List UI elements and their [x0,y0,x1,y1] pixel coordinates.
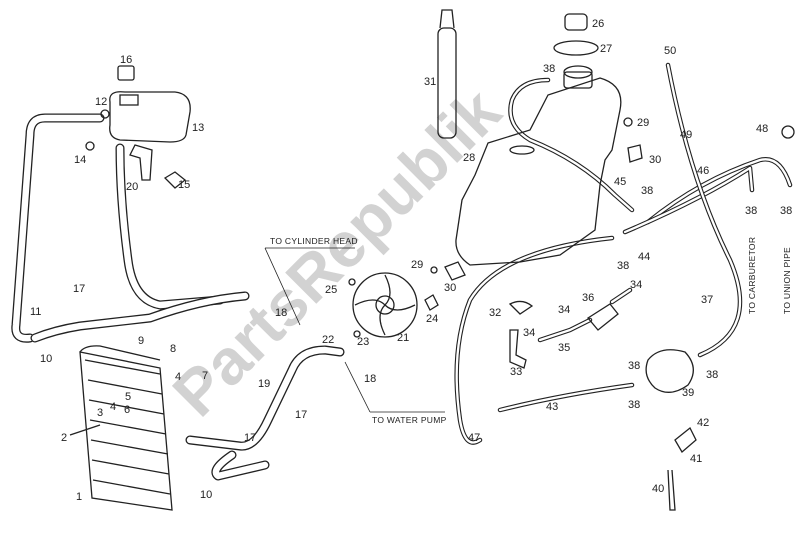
callout-38: 38 [706,369,718,381]
callout-16: 16 [120,54,132,66]
fuel-pump [645,349,694,393]
callout-34: 34 [523,327,535,339]
callout-30: 30 [649,154,661,166]
callout-40: 40 [652,483,664,495]
callout-46: 46 [697,165,709,177]
callout-3: 3 [97,407,103,419]
callout-5: 5 [125,391,131,403]
callout-21: 21 [397,332,409,344]
callout-14: 14 [74,154,86,166]
callouts: 1 2 3 4 4 5 6 7 8 9 10 10 11 12 13 14 15… [30,18,792,503]
callout-38: 38 [543,63,555,75]
callout-17: 17 [295,409,307,421]
callout-13: 13 [192,122,204,134]
fuel-line-49 [665,62,743,358]
callout-38: 38 [628,360,640,372]
callout-27: 27 [600,43,612,55]
callout-25: 25 [325,284,337,296]
callout-41: 41 [690,453,702,465]
callout-50: 50 [664,45,676,57]
watermark-text: PartsRepublik [159,74,514,429]
note-to-water-pump: TO WATER PUMP [372,415,447,425]
note-to-union-pipe: TO UNION PIPE [782,247,792,314]
callout-37: 37 [701,294,713,306]
callout-38: 38 [641,185,653,197]
callout-1: 1 [76,491,82,503]
callout-39: 39 [682,387,694,399]
callout-32: 32 [489,307,501,319]
callout-8: 8 [170,343,176,355]
callout-29: 29 [411,259,423,271]
callout-9: 9 [138,335,144,347]
callout-34: 34 [558,304,570,316]
callout-22: 22 [322,334,334,346]
callout-12: 12 [95,96,107,108]
callout-2: 2 [61,432,67,444]
callout-18: 18 [364,373,376,385]
fuel-tank [455,13,622,266]
callout-38: 38 [780,205,792,217]
callout-42: 42 [697,417,709,429]
callout-10: 10 [200,489,212,501]
callout-47: 47 [468,432,480,444]
callout-36: 36 [582,292,594,304]
fuel-lines [454,62,793,445]
callout-20: 20 [126,181,138,193]
callout-24: 24 [426,313,438,325]
callout-38: 38 [617,260,629,272]
expansion-tank [109,65,191,181]
watermark: PartsRepublik [159,74,514,429]
bolt-parts [69,109,795,511]
callout-6: 6 [124,404,130,416]
callout-19: 19 [258,378,270,390]
fuel-filter [587,303,619,331]
callout-10: 10 [40,353,52,365]
callout-17: 17 [244,432,256,444]
callout-33: 33 [510,366,522,378]
coolant-hoses [11,113,345,481]
callout-18: 18 [275,307,287,319]
callout-7: 7 [202,370,208,382]
callout-34: 34 [630,279,642,291]
note-to-cylinder-head: TO CYLINDER HEAD [270,236,358,246]
callout-43: 43 [546,401,558,413]
callout-28: 28 [463,152,475,164]
callout-35: 35 [558,342,570,354]
fan [352,272,418,338]
callout-30: 30 [444,282,456,294]
callout-23: 23 [357,336,369,348]
callout-15: 15 [178,179,190,191]
callout-11: 11 [30,306,41,318]
callout-29: 29 [637,117,649,129]
fuel-breather-line [508,77,635,213]
fuel-level-sensor [437,9,457,139]
callout-26: 26 [592,18,604,30]
callout-38: 38 [745,205,757,217]
callout-31: 31 [424,76,436,88]
note-to-carburetor: TO CARBURETOR [747,237,757,314]
callout-17: 17 [73,283,85,295]
radiator [79,345,173,511]
callout-45: 45 [614,176,626,188]
fuel-tap [509,329,527,369]
callout-4: 4 [175,371,181,383]
callout-44: 44 [638,251,650,263]
callout-49: 49 [680,129,692,141]
note-leaders [264,247,445,413]
callout-4: 4 [110,401,116,413]
callout-48: 48 [756,123,768,135]
fuel-line-47 [454,235,615,445]
callout-38: 38 [628,399,640,411]
